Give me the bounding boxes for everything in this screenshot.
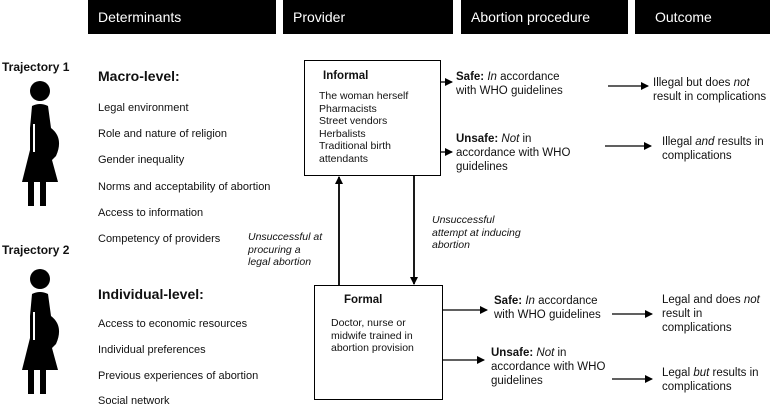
pregnant-woman-icon xyxy=(22,81,60,206)
macro-item: Norms and acceptability of abortion xyxy=(98,181,271,193)
header-outcome: Outcome xyxy=(635,0,770,34)
informal-item: Pharmacists xyxy=(319,102,377,115)
trajectory-1-label: Trajectory 1 xyxy=(2,60,70,74)
informal-title: Informal xyxy=(323,70,369,82)
procedure-informal-unsafe: Unsafe: Not in accordance with WHO guide… xyxy=(456,133,571,173)
header-provider: Provider xyxy=(283,0,453,34)
individual-item: Individual preferences xyxy=(98,344,206,356)
macro-item: Gender inequality xyxy=(98,154,185,166)
procedure-formal-unsafe: Unsafe: Not in accordance with WHO guide… xyxy=(491,347,606,387)
pregnant-woman-icon xyxy=(22,269,60,394)
trajectory-2-label: Trajectory 2 xyxy=(2,243,70,257)
outcome-illegal-no-complications: Illegal but does not result in complicat… xyxy=(653,77,767,103)
note-unsuccessful-legal: Unsuccessful at procuring a legal aborti… xyxy=(248,231,323,268)
macro-item: Competency of providers xyxy=(98,233,221,245)
procedure-informal-safe: Safe: In accordance with WHO guidelines xyxy=(456,71,563,97)
formal-text: Doctor, nurse or midwife trained in abor… xyxy=(331,317,414,354)
outcome-legal-complications: Legal but results in complications xyxy=(662,367,759,393)
informal-item: Street vendors xyxy=(319,115,388,127)
informal-item: Herbalists xyxy=(319,127,366,140)
header-abortion-procedure: Abortion procedure xyxy=(461,0,628,34)
informal-item: The woman herself xyxy=(319,90,409,102)
individual-item: Previous experiences of abortion xyxy=(98,370,259,382)
individual-item: Access to economic resources xyxy=(98,318,248,330)
note-unsuccessful-inducing: Unsuccessful attempt at inducing abortio… xyxy=(432,214,521,251)
informal-provider-box: Informal The woman herself Pharmacists S… xyxy=(304,60,441,176)
macro-item: Role and nature of religion xyxy=(98,128,228,140)
header-determinants: Determinants xyxy=(88,0,276,34)
informal-list: The woman herself Pharmacists Street ven… xyxy=(319,90,440,165)
outcome-illegal-complications: Illegal and results in complications xyxy=(662,136,764,162)
formal-title: Formal xyxy=(344,294,383,306)
individual-level-title: Individual-level: xyxy=(98,286,204,302)
formal-provider-box: Formal Doctor, nurse or midwife trained … xyxy=(314,285,443,400)
outcome-legal-no-complications: Legal and does not result in complicatio… xyxy=(662,294,760,334)
macro-level-title: Macro-level: xyxy=(98,68,180,84)
macro-item: Legal environment xyxy=(98,102,189,114)
procedure-formal-safe: Safe: In accordance with WHO guidelines xyxy=(494,295,601,321)
individual-item: Social network xyxy=(98,395,170,407)
macro-item: Access to information xyxy=(98,207,204,219)
informal-item: Traditional birth attendants xyxy=(319,140,391,165)
